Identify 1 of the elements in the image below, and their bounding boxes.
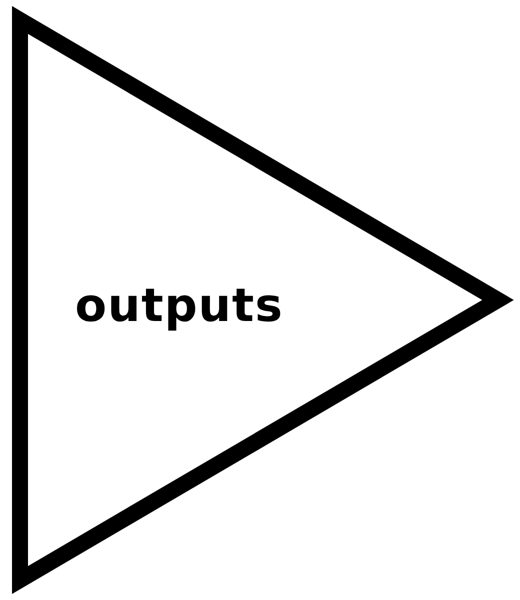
- node-label: outputs: [75, 278, 284, 332]
